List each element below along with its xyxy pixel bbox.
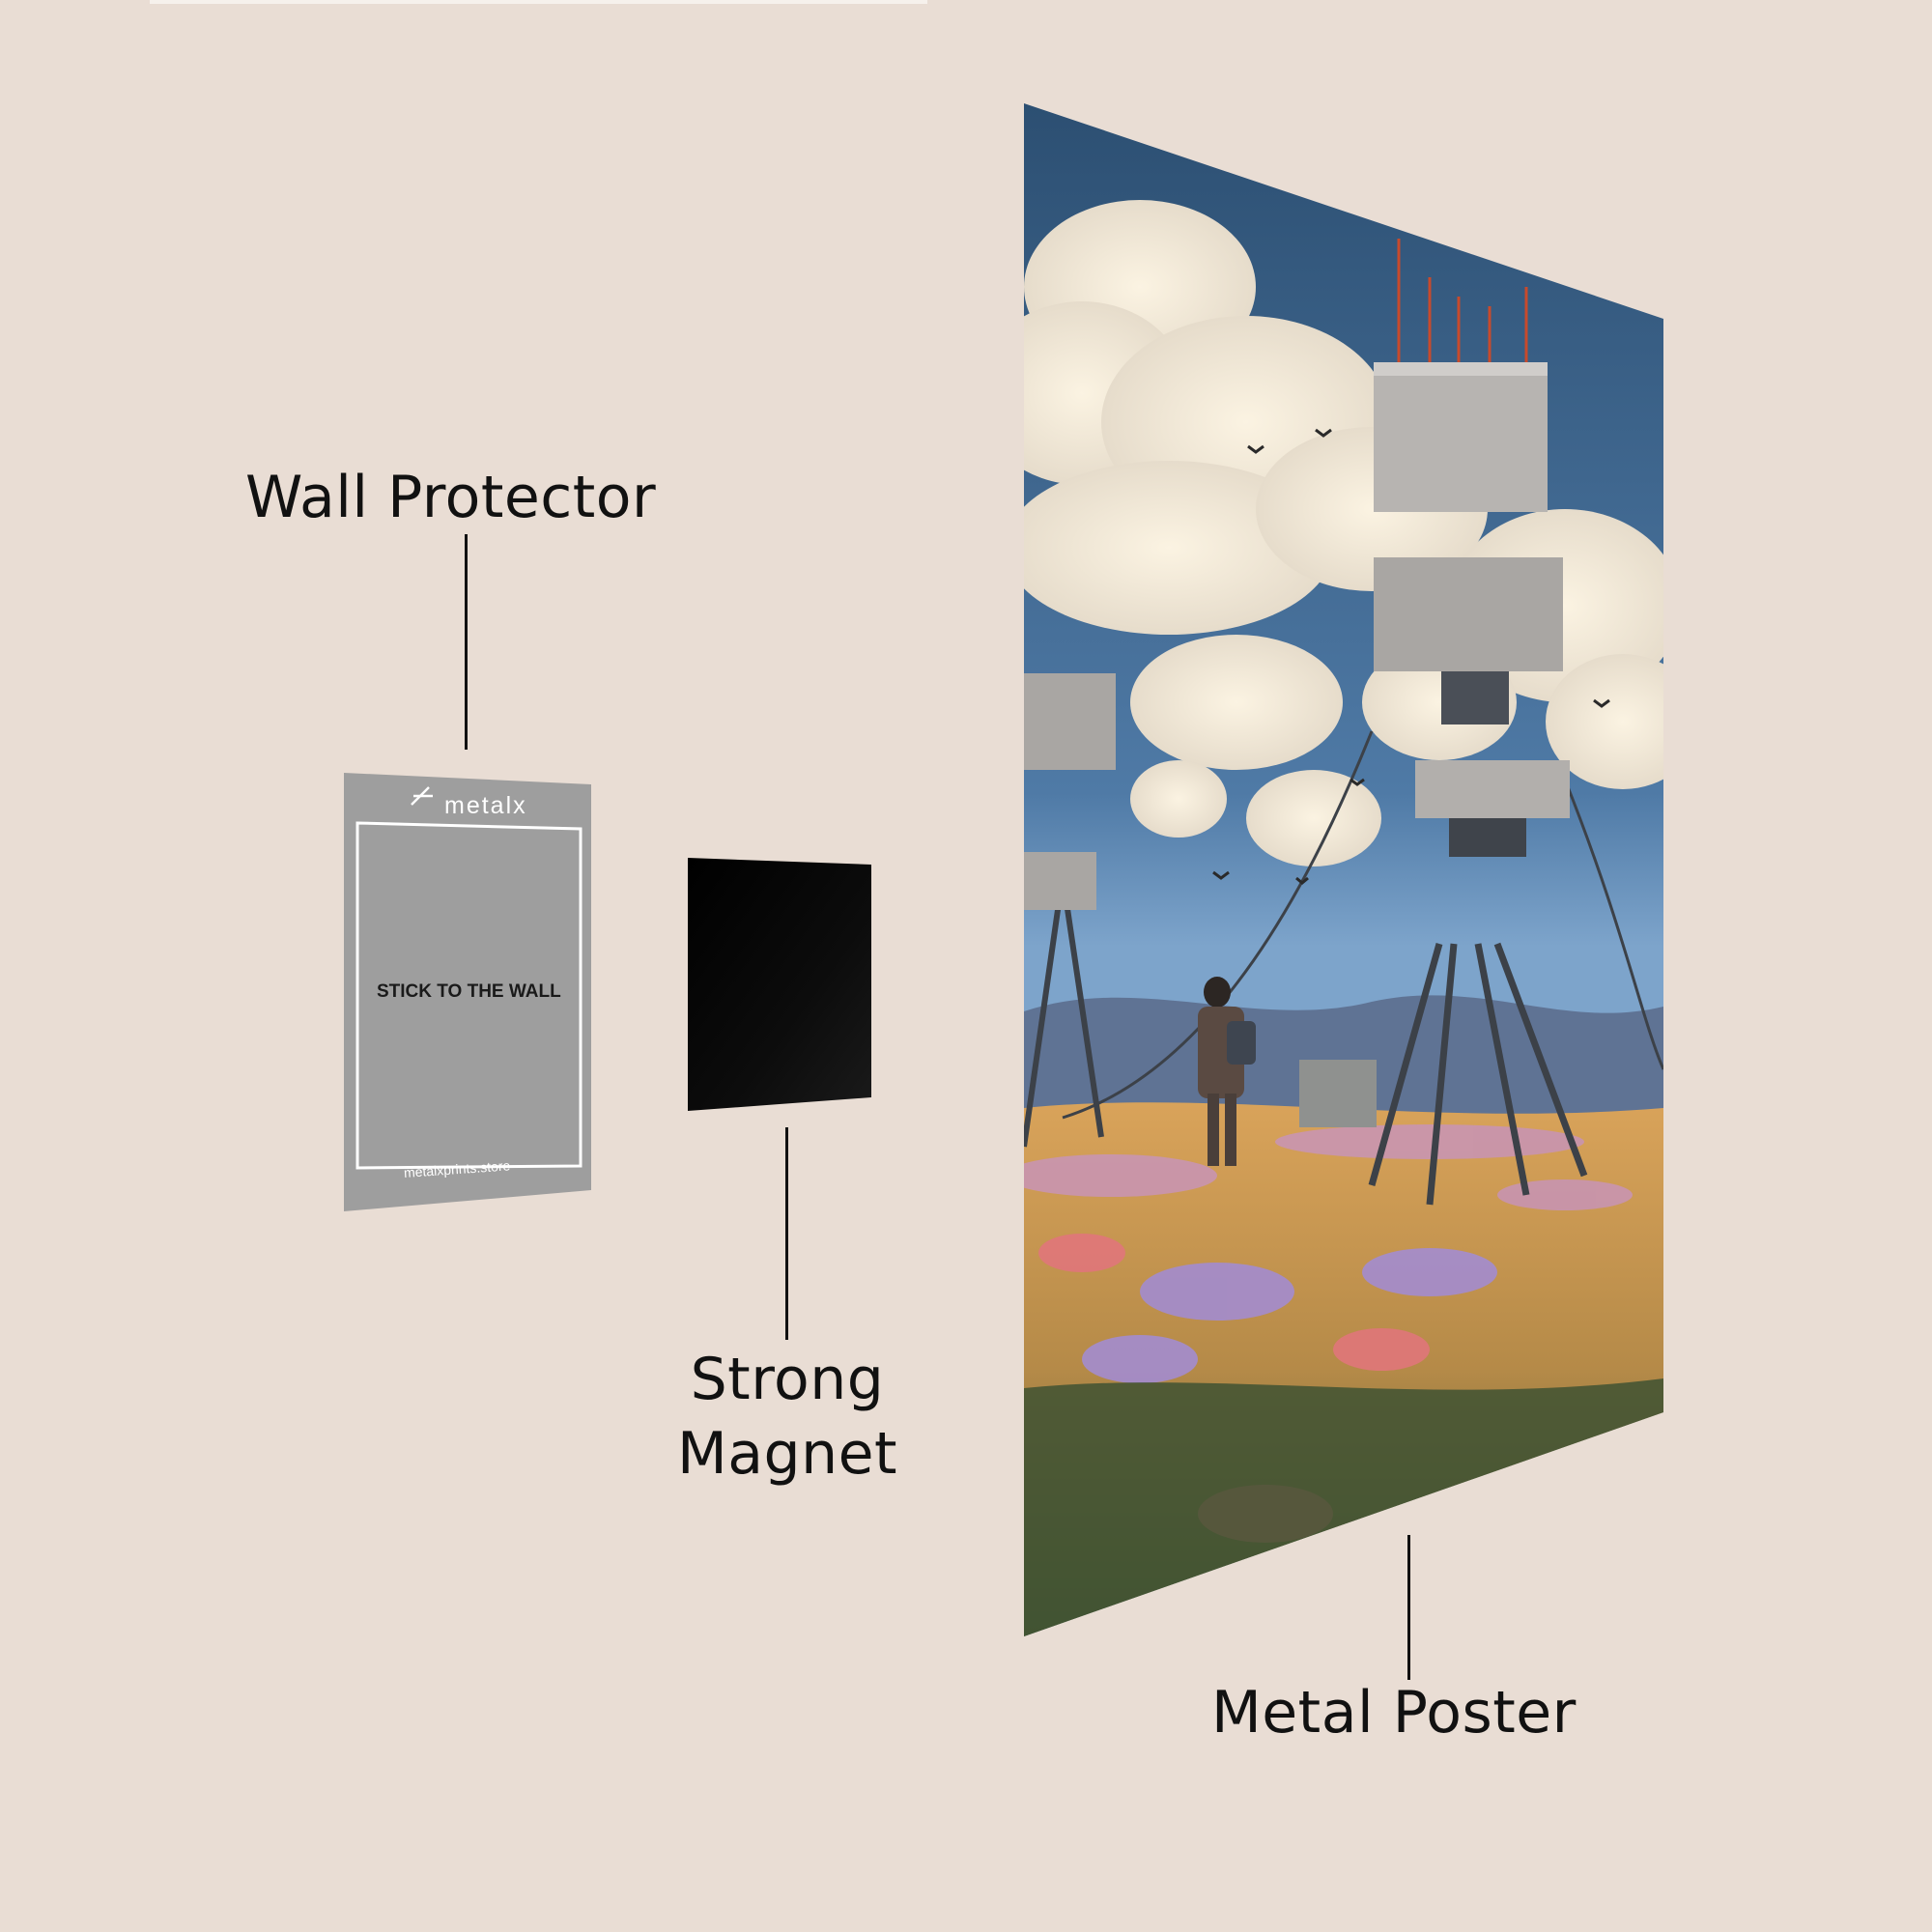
strong-magnet-leader-line: [785, 1127, 788, 1340]
stick-to-the-wall-text: STICK TO THE WALL: [377, 981, 561, 1002]
metal-poster-artwork: [1024, 103, 1663, 1636]
metalx-logo-icon: [411, 786, 433, 806]
metalx-brand-text: metalx: [444, 792, 527, 819]
wall-protector-card: [344, 773, 591, 1211]
strong-magnet-label-line1: Strong: [690, 1346, 885, 1413]
top-edge-strip: [150, 0, 927, 4]
strong-magnet-label-line2: Magnet: [676, 1420, 898, 1488]
wall-protector-label: Wall Protector: [245, 464, 657, 531]
metal-poster-leader-line: [1407, 1535, 1410, 1680]
strong-magnet-square: [688, 858, 871, 1111]
wall-protector-leader-line: [465, 534, 468, 750]
metal-poster-label: Metal Poster: [1211, 1679, 1577, 1747]
